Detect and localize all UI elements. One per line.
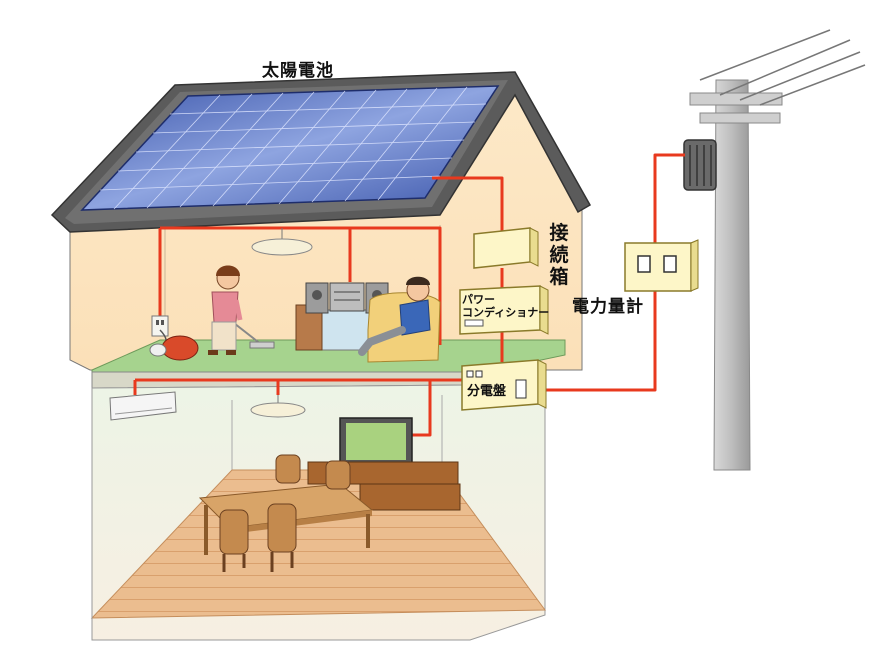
- power-conditioner-label-line2: コンディショナー: [462, 306, 550, 319]
- power-meter: [624, 239, 699, 292]
- wall-outlet: [151, 315, 169, 337]
- sofa-with-man: [358, 276, 441, 363]
- solar-panel: [80, 85, 500, 211]
- ceiling-lamp-lower: [250, 395, 306, 418]
- distribution-board-label: 分電盤: [467, 384, 507, 399]
- power-conditioner-label: パワー コンディショナー: [462, 293, 552, 319]
- utility-pole: [683, 29, 866, 471]
- power-conditioner-label-line1: パワー: [462, 293, 495, 306]
- junction-box: [473, 227, 539, 269]
- vacuum-cleaner: [149, 319, 275, 361]
- power-conditioner: [459, 285, 549, 335]
- television: [307, 417, 461, 511]
- distribution-board: [461, 359, 547, 411]
- woman-vacuuming: [208, 265, 243, 355]
- ceiling-lamp-upper: [251, 228, 313, 256]
- power-meter-label: 電力量計: [572, 297, 644, 317]
- air-conditioner: [109, 391, 177, 421]
- solar-panel-label: 太陽電池: [262, 61, 334, 81]
- junction-box-label: 接続箱: [549, 222, 569, 288]
- dining-table-set: [198, 454, 374, 572]
- pole-transformer: [683, 139, 717, 191]
